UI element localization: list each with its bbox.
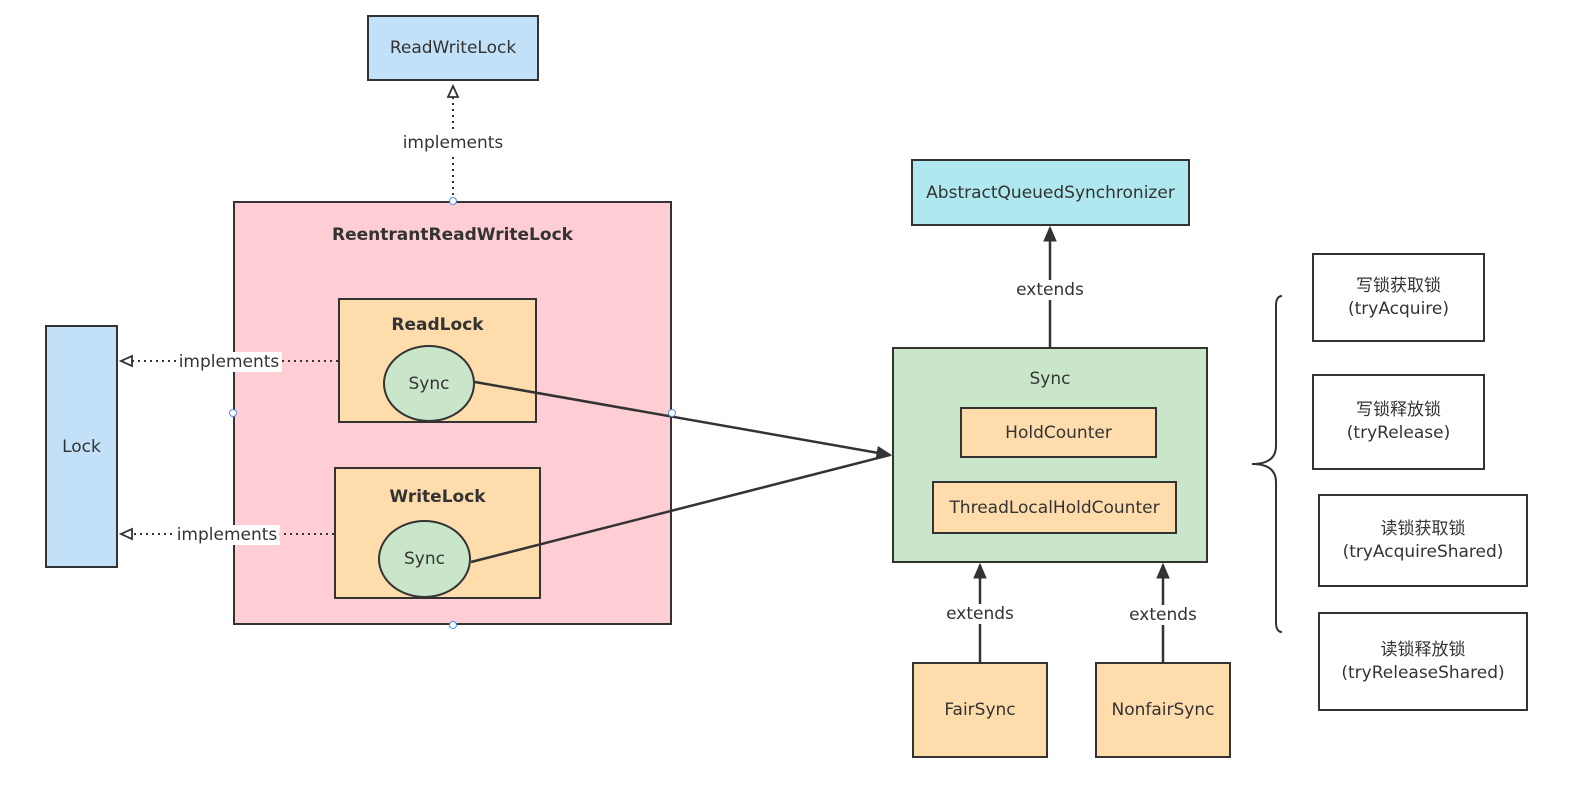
method-signature: (tryAcquireShared): [1342, 541, 1504, 562]
label-fair-extends: extends: [944, 604, 1016, 624]
aqs-label: AbstractQueuedSynchronizer: [926, 182, 1175, 203]
nonfair-sync-label: NonfairSync: [1111, 700, 1215, 720]
method-name: 读锁获取锁: [1380, 518, 1466, 539]
curly-brace: [1251, 295, 1283, 633]
method-name: 读锁释放锁: [1380, 639, 1466, 660]
method-name: 写锁释放锁: [1356, 400, 1441, 420]
method-signature: (tryRelease): [1346, 423, 1451, 443]
lock-label: Lock: [62, 436, 101, 457]
fair-sync-node[interactable]: FairSync: [912, 662, 1048, 758]
thread-local-hold-counter-label: ThreadLocalHoldCounter: [949, 497, 1160, 518]
write-lock-sync-label: Sync: [404, 549, 445, 569]
method-signature: (tryAcquire): [1347, 298, 1450, 319]
label-sync-extends: extends: [1014, 280, 1086, 300]
method-box-write-acquire[interactable]: 写锁获取锁 (tryAcquire): [1312, 253, 1485, 342]
read-write-lock-label: ReadWriteLock: [389, 38, 517, 58]
selection-handle-bottom[interactable]: [449, 621, 457, 629]
hold-counter-node[interactable]: HoldCounter: [960, 407, 1157, 458]
method-box-read-acquire[interactable]: 读锁获取锁 (tryAcquireShared): [1318, 494, 1528, 587]
method-name: 写锁获取锁: [1356, 275, 1441, 296]
read-lock-title: ReadLock: [391, 315, 484, 335]
read-lock-sync-label: Sync: [408, 373, 450, 394]
reentrant-read-write-lock-title: ReentrantReadWriteLock: [332, 225, 573, 245]
thread-local-hold-counter-node[interactable]: ThreadLocalHoldCounter: [932, 481, 1177, 534]
label-nonfair-extends: extends: [1127, 605, 1199, 625]
read-lock-sync-node[interactable]: Sync: [383, 345, 475, 422]
selection-handle-left[interactable]: [229, 409, 237, 417]
method-signature: (tryReleaseShared): [1341, 662, 1505, 683]
label-writelock-implements: implements: [174, 525, 280, 545]
selection-handle-right[interactable]: [668, 409, 676, 417]
write-lock-title: WriteLock: [389, 487, 486, 507]
abstract-queued-synchronizer-node[interactable]: AbstractQueuedSynchronizer: [911, 159, 1190, 226]
sync-title: Sync: [1029, 369, 1071, 389]
selection-handle-top[interactable]: [449, 197, 457, 205]
lock-node[interactable]: Lock: [45, 325, 118, 568]
write-lock-sync-node[interactable]: Sync: [378, 520, 471, 598]
hold-counter-label: HoldCounter: [1005, 422, 1112, 443]
fair-sync-label: FairSync: [944, 700, 1016, 720]
method-box-write-release[interactable]: 写锁释放锁 (tryRelease): [1312, 374, 1485, 470]
method-box-read-release[interactable]: 读锁释放锁 (tryReleaseShared): [1318, 612, 1528, 711]
read-write-lock-node[interactable]: ReadWriteLock: [367, 15, 539, 81]
label-rrwl-implements: implements: [400, 133, 506, 153]
label-readlock-implements: implements: [176, 352, 282, 372]
nonfair-sync-node[interactable]: NonfairSync: [1095, 662, 1231, 758]
